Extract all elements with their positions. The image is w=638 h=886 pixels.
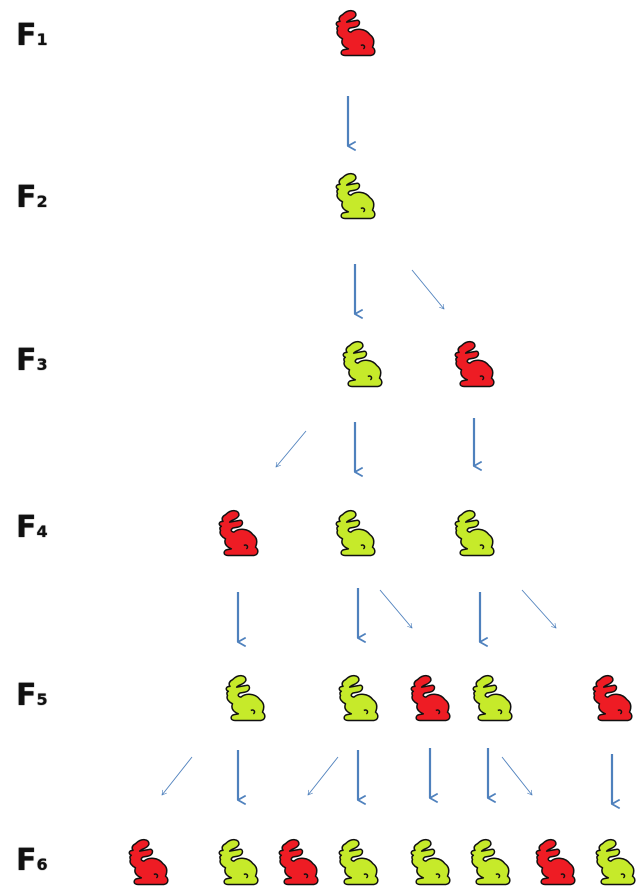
- green-rabbit-icon: [454, 509, 495, 557]
- red-rabbit-icon: [128, 838, 169, 886]
- generation-label-f3: F3: [16, 343, 48, 378]
- red-rabbit-icon: [592, 674, 633, 722]
- generation-letter: F: [16, 180, 37, 215]
- generation-letter: F: [16, 843, 37, 878]
- branch-arrow: [275, 430, 307, 468]
- red-rabbit-icon: [454, 340, 495, 388]
- branch-arrow: [307, 756, 339, 796]
- generation-label-f5: F5: [16, 678, 48, 713]
- generation-label-f4: F4: [16, 510, 48, 545]
- red-rabbit-icon: [278, 838, 319, 886]
- red-rabbit-icon: [535, 838, 576, 886]
- generation-number: 1: [36, 30, 48, 49]
- generation-number: 6: [36, 855, 48, 874]
- generation-label-f6: F6: [16, 843, 48, 878]
- generation-letter: F: [16, 678, 37, 713]
- green-rabbit-icon: [335, 509, 376, 557]
- green-rabbit-icon: [335, 172, 376, 220]
- green-rabbit-icon: [218, 838, 259, 886]
- generation-letter: F: [16, 510, 37, 545]
- generation-label-f1: F1: [16, 18, 48, 53]
- green-rabbit-icon: [342, 340, 383, 388]
- generation-number: 2: [36, 192, 48, 211]
- generation-number: 3: [36, 355, 48, 374]
- branch-arrow: [521, 589, 557, 629]
- branch-arrow: [501, 756, 533, 796]
- generation-letter: F: [16, 18, 37, 53]
- branch-arrow: [161, 756, 193, 796]
- green-rabbit-icon: [595, 838, 636, 886]
- generation-number: 4: [36, 522, 48, 541]
- green-rabbit-icon: [225, 674, 266, 722]
- branch-arrow: [411, 269, 445, 310]
- branch-arrow: [379, 589, 413, 629]
- green-rabbit-icon: [470, 838, 511, 886]
- generation-letter: F: [16, 343, 37, 378]
- green-rabbit-icon: [338, 838, 379, 886]
- red-rabbit-icon: [218, 509, 259, 557]
- generation-number: 5: [36, 690, 48, 709]
- green-rabbit-icon: [338, 674, 379, 722]
- green-rabbit-icon: [472, 674, 513, 722]
- generation-label-f2: F2: [16, 180, 48, 215]
- green-rabbit-icon: [410, 838, 451, 886]
- red-rabbit-icon: [410, 674, 451, 722]
- red-rabbit-icon: [335, 9, 376, 57]
